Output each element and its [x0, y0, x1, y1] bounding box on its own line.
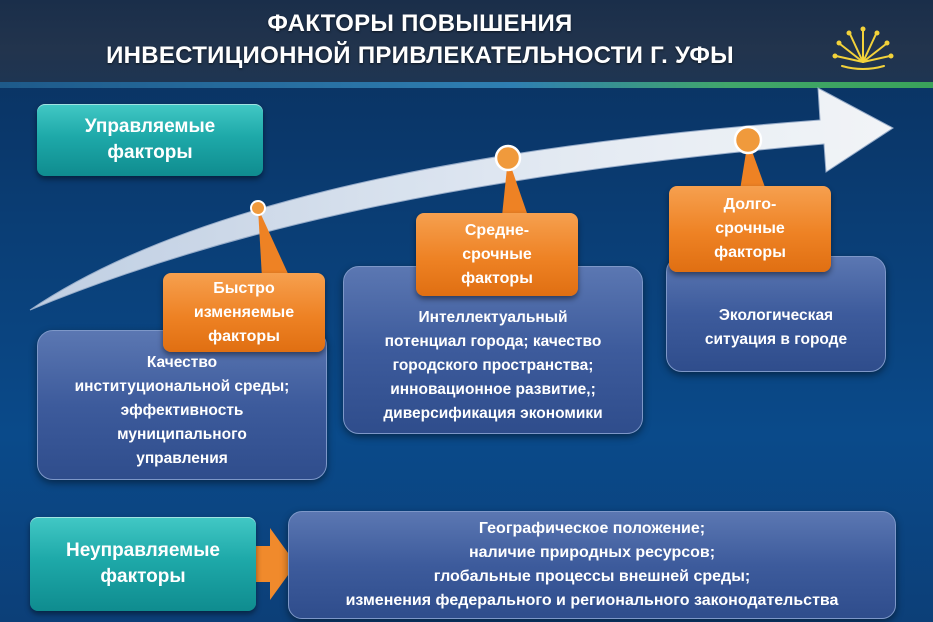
stage-1-text-line: муниципального: [117, 426, 247, 443]
stage-2-label-line: факторы: [461, 269, 533, 287]
stage-1-text-line: институциональной среды;: [74, 378, 290, 395]
orange-chevron-arrow: [256, 528, 296, 600]
title-line-2: ИНВЕСТИЦИОННОЙ ПРИВЛЕКАТЕЛЬНОСТИ Г. УФЫ: [106, 42, 734, 69]
managed-line-2: факторы: [107, 142, 193, 163]
unmanaged-text-line: изменения федерального и регионального з…: [345, 592, 839, 609]
stage-1-label-line: факторы: [208, 327, 280, 345]
callout-pointer-1: [258, 208, 290, 278]
callout-pointer-2: [502, 158, 528, 216]
stage-1-text-line: управления: [136, 450, 228, 467]
kurai-flower-icon: [832, 26, 894, 70]
stage-2-text-line: потенциал города; качество: [384, 333, 602, 350]
stage-2-label: Средне- срочные факторы: [416, 213, 578, 296]
stage-2-text-line: инновационное развитие,;: [390, 381, 596, 398]
stage-2-text-line: диверсификация экономики: [383, 405, 603, 422]
title-line-1: ФАКТОРЫ ПОВЫШЕНИЯ: [267, 10, 573, 37]
stage-dot-3: [733, 125, 763, 155]
stage-dot-2: [494, 144, 522, 172]
managed-line-1: Управляемые: [84, 116, 216, 137]
stage-1-label-line: изменяемые: [193, 303, 295, 321]
stage-1-label: Быстро изменяемые факторы: [163, 273, 325, 352]
managed-factors-label: Управляемые факторы: [37, 104, 263, 176]
stage-3-label-line: срочные: [715, 220, 785, 237]
unmanaged-description: Географическое положение; наличие природ…: [288, 511, 896, 619]
stage-2-text-line: Интеллектуальный: [418, 309, 568, 326]
arrow-body: [29, 87, 894, 311]
page-title: ФАКТОРЫ ПОВЫШЕНИЯ ИНВЕСТИЦИОННОЙ ПРИВЛЕК…: [90, 8, 750, 72]
stage-dot-1: [250, 200, 266, 216]
stage-3-text-line: Экологическая: [718, 307, 834, 324]
unmanaged-text-line: глобальные процессы внешней среды;: [433, 568, 751, 585]
unmanaged-line-1: Неуправляемые: [65, 540, 220, 561]
unmanaged-text-line: Географическое положение;: [478, 520, 706, 537]
stage-1-description: Качество институциональной среды; эффект…: [37, 330, 327, 480]
stage-3-label-line: Долго-: [723, 196, 777, 213]
stage-3-label: Долго- срочные факторы: [669, 186, 831, 272]
unmanaged-text-line: наличие природных ресурсов;: [468, 544, 716, 561]
stage-2-text-line: городского пространства;: [392, 357, 594, 374]
stage-2-label-line: Средне-: [464, 221, 530, 239]
stage-1-text-line: эффективность: [120, 402, 244, 419]
header-bar: [0, 0, 933, 82]
unmanaged-factors-label: Неуправляемые факторы: [30, 517, 256, 611]
stage-3-description: Экологическая ситуация в городе: [666, 256, 886, 372]
stage-3-text-line: ситуация в городе: [704, 331, 848, 348]
stage-2-label-line: срочные: [462, 245, 532, 263]
header-stripe: [0, 82, 933, 88]
stage-1-text-line: Качество: [146, 354, 218, 371]
stage-1-label-line: Быстро: [213, 279, 275, 297]
unmanaged-line-2: факторы: [100, 566, 186, 587]
stage-3-label-line: факторы: [714, 244, 786, 261]
